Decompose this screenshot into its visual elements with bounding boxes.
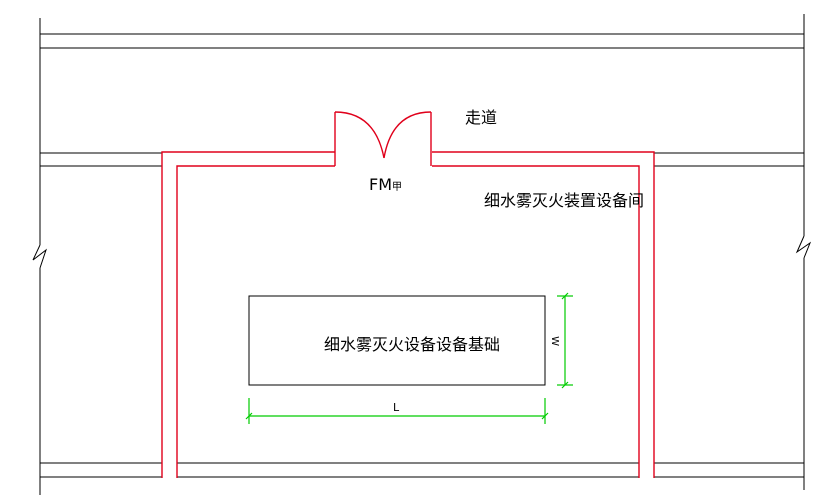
- room-outer-right-wall: [432, 151, 655, 478]
- right-break-mark: [795, 235, 812, 259]
- length-tick-left: [245, 412, 253, 420]
- width-tick-bottom: [561, 381, 569, 389]
- door-leaf-right-swing: [383, 111, 432, 159]
- door-leaf-left-swing: [334, 111, 385, 159]
- room-name-label: 细水雾灭火装置设备间: [484, 191, 644, 210]
- width-tick-top: [561, 292, 569, 300]
- length-dimension-text: L: [393, 401, 400, 414]
- dimension-lines: [245, 292, 573, 424]
- room-inner-right-wall: [432, 165, 640, 478]
- equipment-base-rect: [248, 295, 546, 386]
- corridor-label: 走道: [465, 108, 497, 127]
- door-code-sub: 甲: [392, 182, 402, 193]
- equipment-room-outline: [161, 111, 655, 478]
- door-code-label: FM甲: [369, 175, 402, 194]
- room-outer-left-wall: [161, 151, 335, 478]
- left-break-mark: [32, 244, 47, 269]
- room-inner-left-wall: [176, 165, 335, 478]
- length-tick-right: [541, 412, 549, 420]
- door-code-main: FM: [369, 175, 392, 194]
- equipment-base-label: 细水雾灭火设备设备基础: [324, 335, 500, 354]
- width-dimension-text: W: [549, 336, 560, 346]
- structural-walls: [32, 14, 812, 495]
